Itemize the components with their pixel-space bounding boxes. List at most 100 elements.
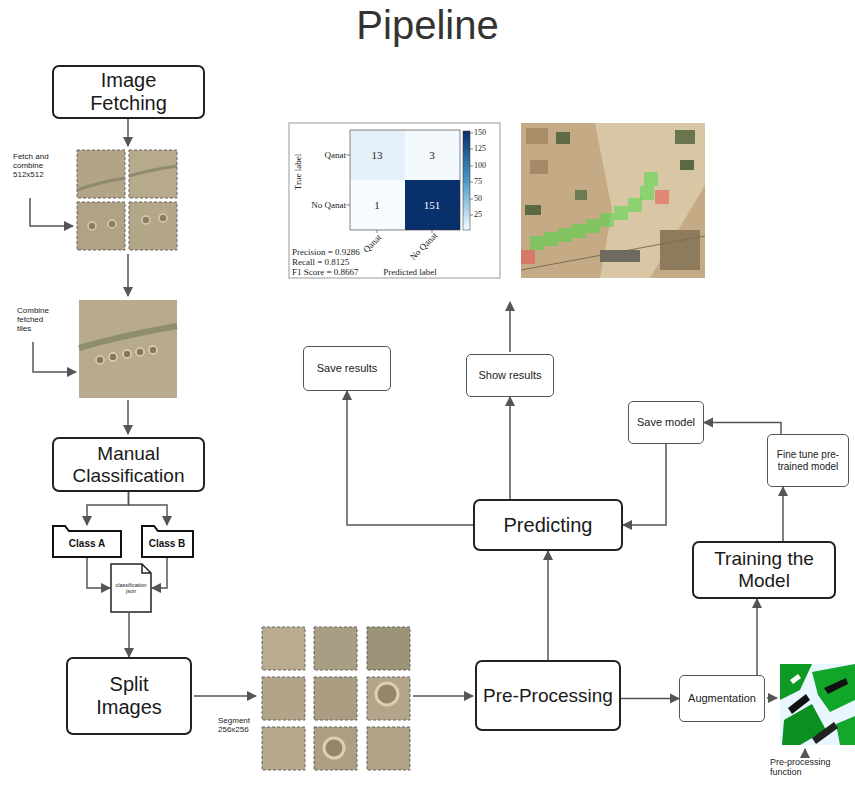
connector-arrow xyxy=(129,492,168,525)
prediction-map-part xyxy=(572,224,586,238)
annotation-label: Precision = 0.9286 xyxy=(292,247,360,257)
annotation-label: 50 xyxy=(474,194,482,203)
preprocessed-image-part xyxy=(780,664,812,700)
box-label: classification json xyxy=(115,582,146,594)
text-holder: Fine tune pre-trained model xyxy=(774,449,842,472)
text-holder: Pre-Processing xyxy=(483,685,613,707)
annotation-label: Predicted label xyxy=(383,267,437,277)
annotation-label: No Qanat xyxy=(408,230,440,262)
preprocessed-image-part xyxy=(824,678,848,694)
text-holder: Split Images xyxy=(74,673,184,719)
text-holder: Manual Classification xyxy=(60,443,197,487)
prediction-map-part xyxy=(600,250,640,262)
confusion-matrix-part xyxy=(350,130,405,180)
diagram-title: Pipeline xyxy=(0,2,855,48)
box-label: Predicting xyxy=(504,514,593,536)
box-label: Augmentation xyxy=(688,692,756,704)
outline-path xyxy=(111,564,151,612)
fetched-tiles-part xyxy=(77,178,125,190)
annotation-label: Recall = 0.8125 xyxy=(292,257,349,267)
fetched-tiles-part xyxy=(77,150,125,198)
fetched-tiles-part xyxy=(77,202,125,250)
prediction-map-part xyxy=(530,160,548,174)
annotation-label: F1 Score = 0.8667 xyxy=(292,267,359,277)
prediction-map-part xyxy=(575,190,587,200)
combined-image-part xyxy=(109,353,117,361)
annotation-label: 100 xyxy=(474,161,486,170)
text-holder: Class B xyxy=(149,538,186,550)
box-label: Class A xyxy=(69,538,105,549)
prediction-map-part xyxy=(556,132,570,144)
process-box: Image Fetching xyxy=(52,65,205,119)
connector-arrow xyxy=(509,397,511,499)
flow-arrows-part xyxy=(33,342,76,372)
flow-arrows-part xyxy=(194,695,256,697)
annotation-label: Pre-processing function xyxy=(770,757,850,778)
prediction-map-part xyxy=(530,236,544,250)
segment-tiles xyxy=(262,627,410,770)
process-box: Pre-Processing xyxy=(475,660,621,731)
prediction-map-part xyxy=(521,123,705,278)
connector-arrow xyxy=(87,492,129,525)
confusion-matrix-part xyxy=(463,131,470,230)
folder-shape: Class B xyxy=(141,525,194,558)
box-label: Image Fetching xyxy=(90,69,167,114)
prediction-map-part xyxy=(544,232,558,246)
annotation-label: 75 xyxy=(474,177,482,186)
fetched-tiles-part xyxy=(129,166,177,176)
fetched-tiles-part xyxy=(88,222,96,230)
flow-arrows-part xyxy=(30,198,73,226)
annotation-label: Qanat xyxy=(361,232,384,255)
box-label: Show results xyxy=(479,369,542,381)
confusion-matrix-part xyxy=(405,180,460,230)
box-label: Training the Model xyxy=(714,548,814,591)
box-label: Save results xyxy=(317,362,378,374)
box-label: Class B xyxy=(149,538,186,549)
box-label: Split Images xyxy=(96,673,162,718)
annotation-label: 151 xyxy=(424,199,441,212)
flow-arrows-part xyxy=(413,695,473,697)
preprocessed-image-part xyxy=(788,694,810,714)
process-box: Manual Classification xyxy=(52,437,205,492)
segment-tiles-part xyxy=(262,627,305,670)
annotation-label: 150 xyxy=(474,128,486,137)
box-label: Pre-Processing xyxy=(483,685,613,706)
annotation-label: 13 xyxy=(372,149,383,162)
prediction-map-part xyxy=(586,219,600,233)
annotation-label: Segment 256x256 xyxy=(218,716,258,734)
annotation-label: 1 xyxy=(374,199,380,212)
segment-tiles-part xyxy=(367,727,410,770)
prediction-map-part xyxy=(526,128,548,144)
document-shape: classification json xyxy=(110,563,152,613)
text-holder: Save model xyxy=(637,416,695,429)
fetched-tiles xyxy=(77,150,177,250)
connector-arrow xyxy=(347,391,473,525)
annotation-label: 25 xyxy=(474,210,482,219)
prediction-map-part xyxy=(680,160,694,170)
combined-image-part xyxy=(136,348,144,356)
segment-tiles-part xyxy=(314,727,357,770)
annotation-label: No Qanat xyxy=(311,200,346,210)
prediction-map xyxy=(521,123,705,278)
text-holder: Training the Model xyxy=(700,548,828,592)
process-box: Split Images xyxy=(66,657,192,735)
step-box: Fine tune pre-trained model xyxy=(767,434,849,487)
box-label: Save model xyxy=(637,416,695,428)
step-box: Augmentation xyxy=(679,675,765,722)
connector-arrow xyxy=(621,698,679,700)
connector-arrow xyxy=(547,551,549,660)
combined-image-part xyxy=(79,326,177,348)
folder-shape: Class A xyxy=(52,525,122,558)
prediction-map-part xyxy=(614,206,628,220)
prediction-map-part xyxy=(660,230,700,270)
box-label: Fine tune pre-trained model xyxy=(777,449,839,472)
segment-tiles-part xyxy=(367,677,410,720)
segment-tiles-part xyxy=(262,727,305,770)
text-holder: classification json xyxy=(112,582,150,595)
step-box: Save results xyxy=(303,346,391,391)
prediction-map-part xyxy=(675,130,695,144)
segment-tiles-part xyxy=(314,677,357,720)
fetched-tiles-part xyxy=(159,214,167,222)
prediction-map-part xyxy=(595,123,705,278)
